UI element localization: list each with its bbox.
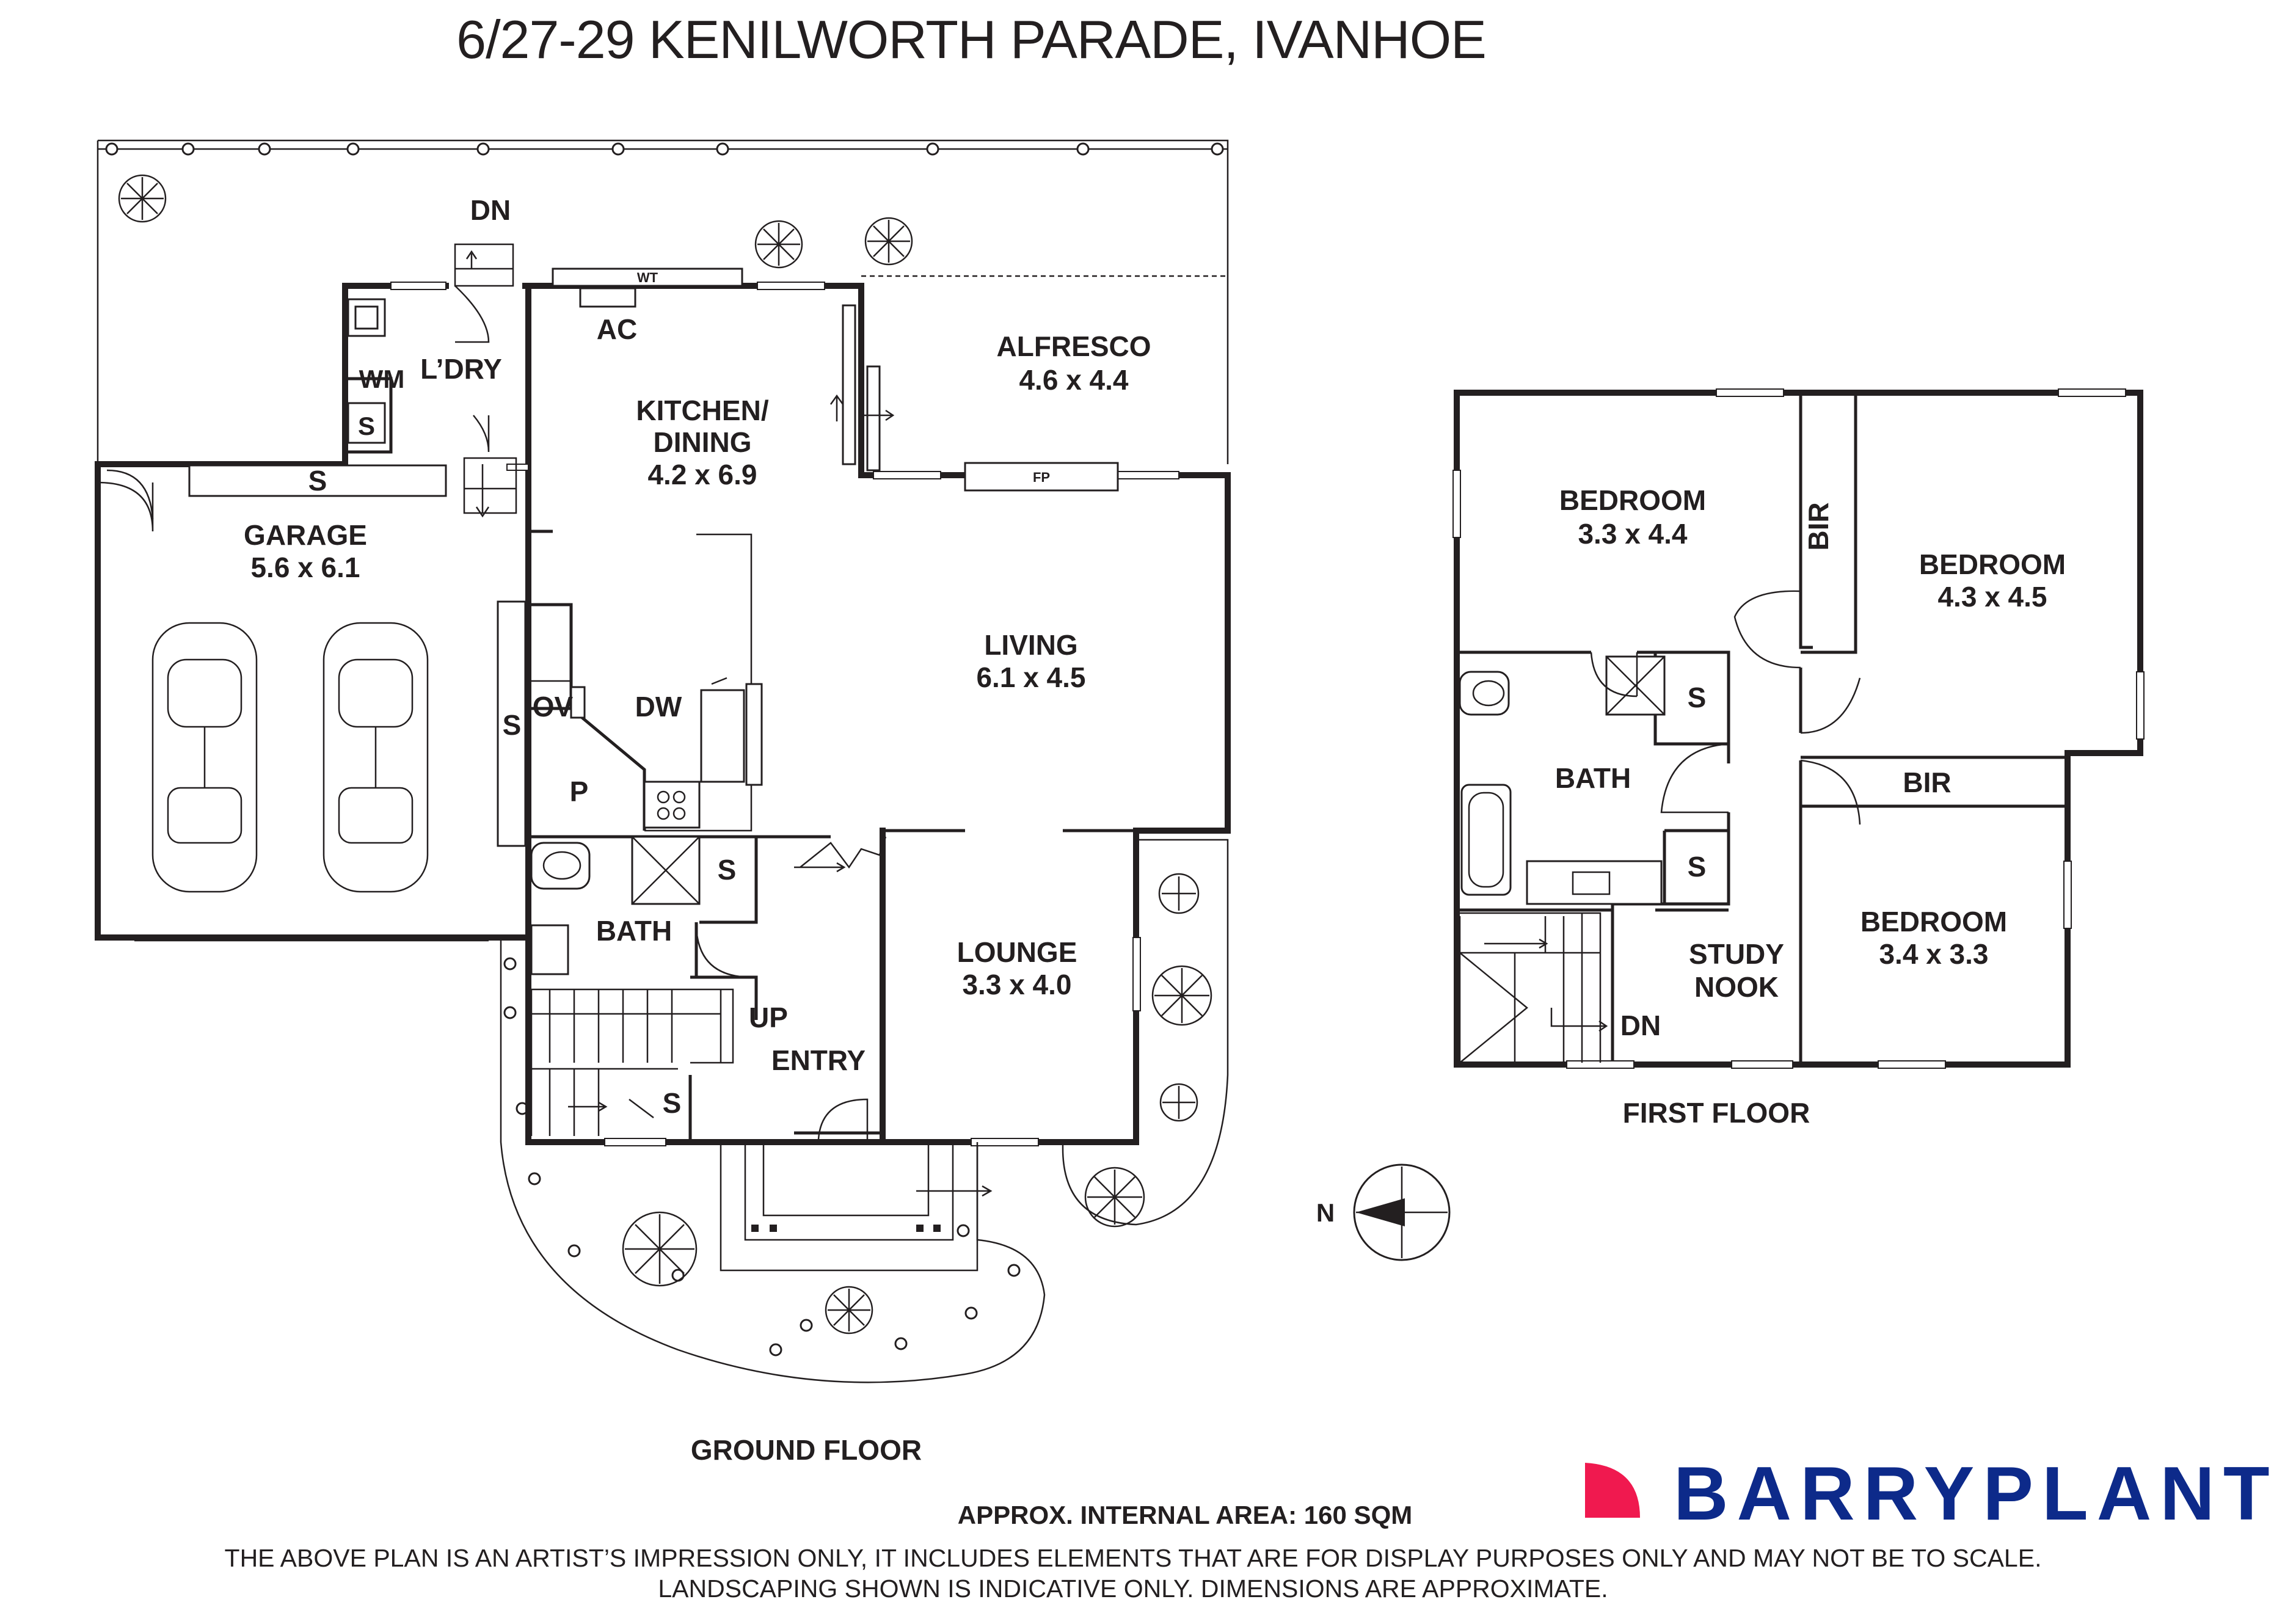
pantry-label: P [570,776,589,807]
garage-dims: 5.6 x 6.1 [250,552,360,583]
page-title: 6/27-29 KENILWORTH PARADE, IVANHOE [456,9,1486,70]
kitchen-label-1: KITCHEN/ [636,395,768,426]
first-floor-plan: BEDROOM 3.3 x 4.4 BEDROOM 4.3 x 4.5 BEDR… [1452,388,2145,1129]
dishwasher-label: DW [635,691,682,723]
barryplant-logo: BARRYPLANT [1585,1452,2278,1536]
bath-label-ff: BATH [1555,762,1631,794]
lounge-dims: 3.3 x 4.0 [962,969,1071,1000]
fp-label: FP [1033,470,1050,485]
compass-icon: N [1316,1163,1451,1261]
bedroom2-dims: 4.3 x 4.5 [1937,581,2047,613]
up-label: UP [749,1002,788,1033]
alfresco-dims: 4.6 x 4.4 [1019,364,1128,396]
brand-name: BARRYPLANT [1674,1452,2278,1536]
bath-label: BATH [596,915,672,947]
wt-label: WT [637,270,658,285]
study-label-2: NOOK [1694,971,1779,1003]
disclaimer-line-1: THE ABOVE PLAN IS AN ARTIST’S IMPRESSION… [225,1544,2042,1572]
ac-label: AC [597,313,637,345]
disclaimer-line-2: LANDSCAPING SHOWN IS INDICATIVE ONLY. DI… [658,1575,1608,1603]
wm-label: WM [359,365,405,393]
living-dims: 6.1 x 4.5 [976,661,1085,693]
garage-storage-label: S [308,465,327,497]
bir-label-2: BIR [1903,766,1951,798]
bedroom1-dims: 3.3 x 4.4 [1578,518,1687,550]
hall-storage-label-ff: S [1688,851,1707,883]
bath-storage-label: S [718,854,737,886]
first-floor-label: FIRST FLOOR [1623,1097,1810,1129]
car-icon-right [323,622,429,893]
bedroom1-label: BEDROOM [1559,484,1706,516]
staircase [530,988,734,1136]
lounge-label: LOUNGE [957,936,1077,968]
compass-north-label: N [1316,1198,1335,1227]
bedroom3-dims: 3.4 x 3.3 [1879,938,1988,970]
dn-label-laundry: DN [470,194,511,226]
alfresco-label: ALFRESCO [997,330,1151,362]
dn-label-ff: DN [1620,1010,1661,1041]
entry-label: ENTRY [771,1044,866,1076]
laundry-label: L’DRY [420,353,502,385]
stair-storage-label: S [663,1087,682,1119]
car-icon-left [151,622,258,893]
oven-label: OV [533,691,574,723]
kitchen-label-2: DINING [654,426,752,458]
tree-icons [118,174,1212,1335]
boundary-posts [105,142,1224,1356]
living-label: LIVING [984,629,1077,661]
bir-label-1: BIR [1802,502,1834,550]
garage-label: GARAGE [244,519,367,551]
kitchen-dims: 4.2 x 6.9 [647,459,757,490]
ground-floor-plan: FP WT [95,139,1231,1466]
internal-area: APPROX. INTERNAL AREA: 160 SQM [958,1501,1412,1529]
study-label-1: STUDY [1689,938,1784,970]
laundry-storage-label: S [358,412,375,440]
bedroom3-label: BEDROOM [1860,906,2007,938]
ground-floor-label: GROUND FLOOR [691,1434,922,1466]
garage-side-storage-label: S [503,709,522,741]
bedroom2-label: BEDROOM [1919,548,2066,580]
bath-storage-label-ff: S [1688,682,1707,713]
